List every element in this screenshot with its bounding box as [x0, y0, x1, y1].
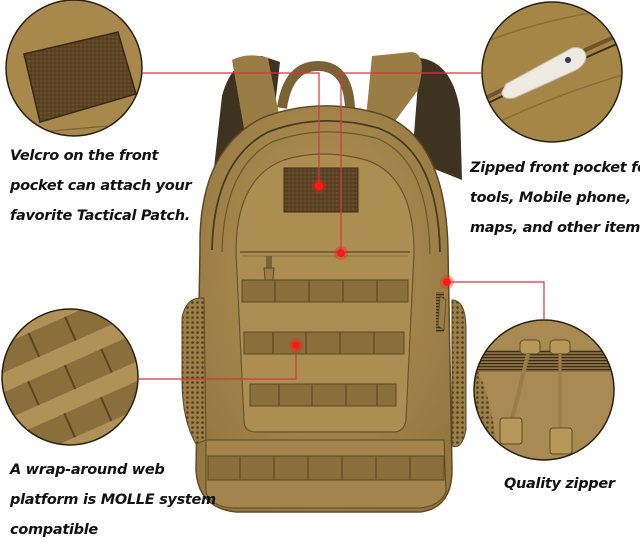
- molle-closeup-inset: [1, 308, 139, 446]
- caption-front-pocket: Zipped front pocket for tools, Mobile ph…: [470, 153, 640, 243]
- caption-velcro: Velcro on the front pocket can attach yo…: [10, 141, 192, 231]
- pocket-phone-closeup-inset: [481, 1, 623, 143]
- callout-lines: [138, 72, 545, 380]
- caption-line: Velcro on the front: [10, 148, 159, 164]
- caption-line: favorite Tactical Patch.: [10, 208, 190, 224]
- caption-line: Quality zipper: [504, 476, 615, 492]
- caption-line: platform is MOLLE system: [10, 492, 216, 508]
- marker-dots: [289, 179, 454, 352]
- backpack: [181, 52, 467, 513]
- caption-line: tools, Mobile phone,: [470, 190, 631, 206]
- caption-molle: A wrap-around web platform is MOLLE syst…: [10, 455, 216, 545]
- caption-line: Zipped front pocket for: [470, 160, 640, 176]
- caption-line: maps, and other items: [470, 220, 640, 236]
- molle-webbing: [241, 279, 409, 407]
- caption-zipper: Quality zipper: [504, 469, 615, 499]
- velcro-closeup-inset: [5, 0, 143, 137]
- caption-line: A wrap-around web: [10, 462, 165, 478]
- zipper-closeup-inset: [473, 319, 615, 461]
- caption-line: pocket can attach your: [10, 178, 192, 194]
- caption-line: compatible: [10, 522, 98, 538]
